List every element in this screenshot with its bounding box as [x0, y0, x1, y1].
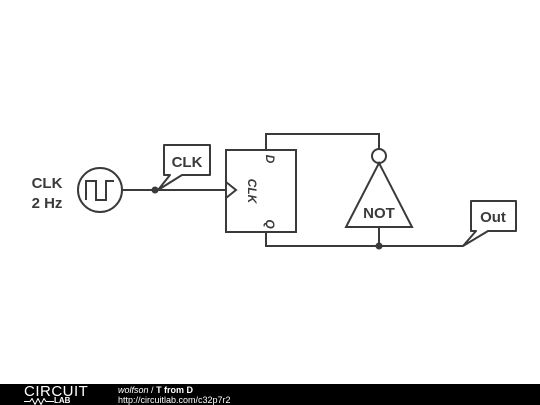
out-net-label-text: Out: [480, 209, 506, 226]
author-link[interactable]: wolfson: [118, 385, 149, 395]
footer-attribution: wolfson / T from D: [118, 385, 193, 395]
schematic-canvas[interactable]: CLK 2 Hz CLK D CLK Q NOT Out: [0, 0, 540, 384]
circuitlab-logo[interactable]: CIRCUIT: [24, 383, 89, 400]
footer-bar: CIRCUIT LAB wolfson / T from D http://ci…: [0, 384, 540, 405]
flipflop-q-pin: Q: [263, 219, 277, 229]
resistor-icon: [24, 398, 54, 405]
flipflop-clk-pin: CLK: [245, 179, 259, 205]
d-feedback-wire[interactable]: [265, 133, 380, 150]
circuit-title[interactable]: T from D: [156, 385, 194, 395]
attribution-separator: /: [151, 385, 154, 395]
not-gate-label: NOT: [363, 205, 395, 222]
clk-net-label-text: CLK: [172, 154, 203, 171]
not-gate[interactable]: NOT: [344, 148, 414, 228]
d-flipflop[interactable]: D CLK Q: [225, 149, 297, 233]
clock-source-frequency: 2 Hz: [32, 195, 63, 212]
circuit-url[interactable]: http://circuitlab.com/c32p7r2: [118, 395, 231, 405]
q-output-wire[interactable]: [265, 232, 463, 247]
clk-junction: [151, 186, 159, 194]
flipflop-d-pin: D: [263, 155, 277, 164]
output-junction: [375, 242, 383, 250]
circuitlab-logo-sub: LAB: [54, 396, 71, 405]
clk-net-label[interactable]: CLK: [157, 144, 211, 191]
out-net-label[interactable]: Out: [462, 200, 517, 247]
clock-source-symbol[interactable]: [77, 167, 123, 213]
square-wave-icon: [85, 180, 114, 201]
clock-input-marker: [225, 181, 238, 199]
clock-source-name: CLK: [32, 175, 63, 192]
